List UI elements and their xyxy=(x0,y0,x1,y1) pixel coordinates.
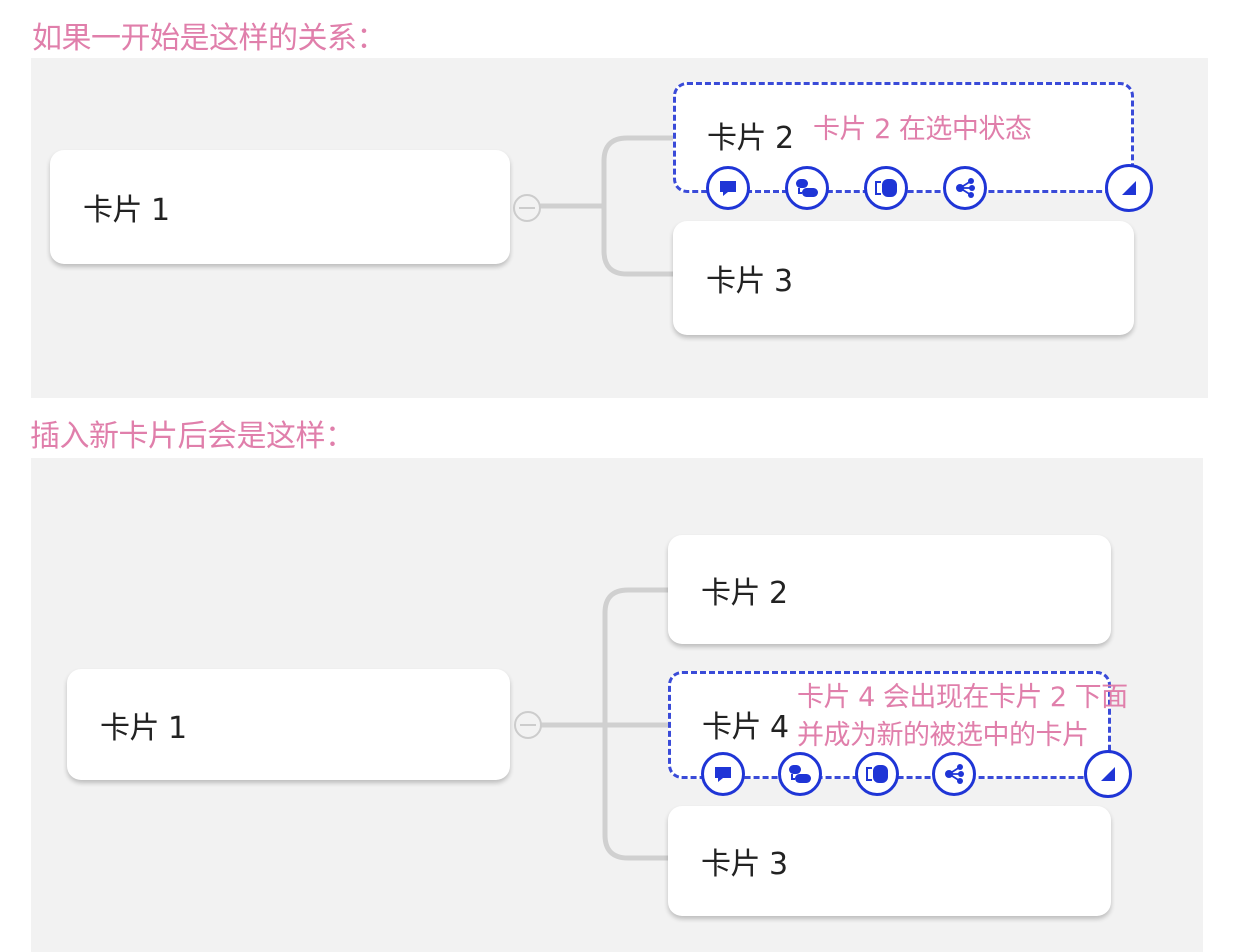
add-parent-icon[interactable] xyxy=(855,752,899,796)
connector-lines xyxy=(538,587,671,861)
card-label: 卡片 2 xyxy=(701,575,788,611)
heading-before: 如果一开始是这样的关系： xyxy=(32,21,387,56)
card-root[interactable]: 卡片 1 xyxy=(50,150,510,264)
add-parent-icon[interactable] xyxy=(864,166,908,210)
card-label: 卡片 1 xyxy=(100,710,187,746)
collapse-toggle[interactable] xyxy=(513,194,541,222)
collapse-toggle[interactable] xyxy=(514,711,542,739)
add-sibling-icon[interactable] xyxy=(785,166,829,210)
resize-corner-icon[interactable] xyxy=(1084,750,1132,798)
selection-note-line1: 卡片 4 会出现在卡片 2 下面 xyxy=(797,682,1128,713)
selection-note-line2: 并成为新的被选中的卡片 xyxy=(797,720,1089,751)
card-label: 卡片 3 xyxy=(706,264,793,299)
selection-note: 卡片 2 在选中状态 xyxy=(813,114,1032,145)
heading-after: 插入新卡片后会是这样： xyxy=(30,419,355,454)
card-label: 卡片 2 xyxy=(707,121,794,156)
resize-corner-icon[interactable] xyxy=(1105,164,1153,212)
card-bottom[interactable]: 卡片 3 xyxy=(668,806,1111,916)
mindmap-canvas-before[interactable]: 卡片 1 卡片 2 卡片 2 在选中状态 卡片 3 xyxy=(31,58,1208,398)
card-label: 卡片 3 xyxy=(701,847,788,882)
card-sibling[interactable]: 卡片 3 xyxy=(673,221,1134,335)
card-top[interactable]: 卡片 2 xyxy=(668,535,1111,644)
add-sibling-icon[interactable] xyxy=(778,752,822,796)
card-label: 卡片 4 xyxy=(702,710,789,745)
mindmap-canvas-after[interactable]: 卡片 1 卡片 2 卡片 4 卡片 4 会出现在卡片 2 下面 并成为新的被选中… xyxy=(31,458,1203,952)
comment-icon[interactable] xyxy=(706,166,750,210)
connector-lines xyxy=(538,135,676,277)
add-child-icon[interactable] xyxy=(932,752,976,796)
card-label: 卡片 1 xyxy=(83,193,170,228)
card-root[interactable]: 卡片 1 xyxy=(67,669,510,780)
add-child-icon[interactable] xyxy=(943,166,987,210)
comment-icon[interactable] xyxy=(701,752,745,796)
